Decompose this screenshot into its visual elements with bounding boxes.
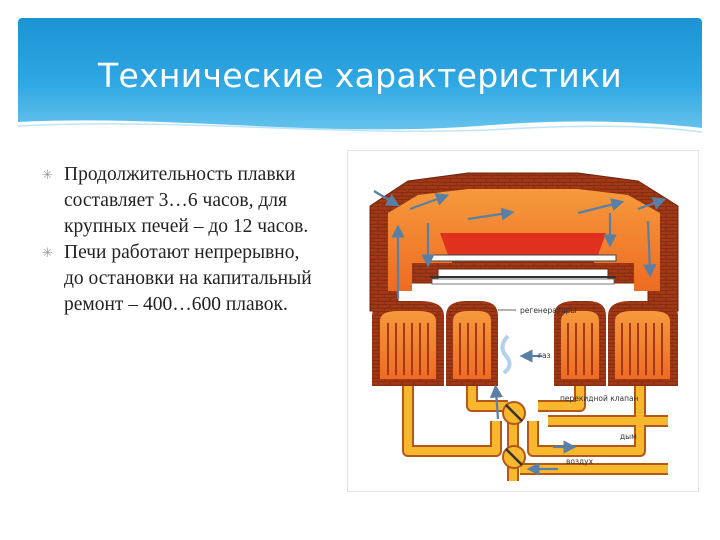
label-gas: газ: [538, 351, 551, 360]
header-wave: [18, 120, 702, 138]
bullet-item: ✳ Печи работают непрерывно, до остановки…: [42, 240, 319, 318]
regenerator-right-2: [608, 301, 678, 386]
asterisk-icon: ✳: [42, 168, 53, 183]
furnace-diagram-svg: регенераторы газ перекидной клапан дым в…: [369, 172, 679, 481]
reversing-valve: [502, 401, 526, 469]
slide-title: Технические характеристики: [98, 56, 622, 95]
molten-bath: [440, 233, 606, 255]
label-regenerators: регенераторы: [520, 306, 577, 315]
title-banner: Технические характеристики: [18, 18, 702, 138]
bullet-item: ✳ Продолжительность плавки составляет 3……: [42, 162, 309, 240]
regenerator-right: [554, 301, 606, 386]
gas-plume: [500, 334, 512, 375]
regenerator-left-2: [446, 301, 498, 386]
label-air: воздух: [566, 457, 594, 466]
asterisk-icon: ✳: [42, 246, 53, 261]
label-smoke: дым: [620, 432, 637, 441]
bullet-text: Печи работают непрерывно, до остановки н…: [64, 242, 312, 315]
bullet-text: Продолжительность плавки составляет 3…6 …: [64, 164, 309, 237]
regenerator-left: [372, 301, 444, 386]
label-valve: перекидной клапан: [560, 394, 639, 403]
furnace-diagram: регенераторы газ перекидной клапан дым в…: [347, 150, 699, 492]
flow-arrows: [373, 190, 667, 476]
bullet-list: ✳ Продолжительность плавки составляет 3……: [42, 162, 332, 318]
hearth-plate: [429, 254, 617, 262]
